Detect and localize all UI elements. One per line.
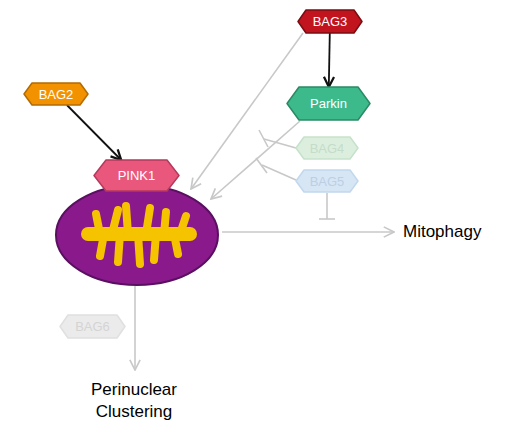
node-shape [298,10,362,33]
protein-name: BAG2 [39,88,74,101]
bag3-mito-arrow [191,33,303,189]
protein-chip: BAG3 [298,10,362,33]
outcome-label: Perinuclear Clustering [78,379,190,423]
protein-name: BAG4 [310,142,345,155]
protein-hexagon: Parkin [287,87,370,120]
protein-name: PINK1 [118,169,156,182]
protein-chip: BAG5 [296,170,358,192]
faded-arrows [135,33,394,370]
bag4-inhibit-line [264,139,296,148]
bag4-inhibit-bar [259,130,268,147]
bag5-mitophagy-bar [319,218,335,220]
mitochondrion [56,185,218,285]
node-shape [296,170,358,192]
bag5-inhibit-bar [256,158,267,173]
protein-chip: BAG4 [296,137,358,159]
node-shape [60,315,125,338]
mitophagy-arrow [222,231,394,233]
protein-name: BAG5 [310,175,345,188]
activation-arrow [328,33,331,87]
outcome-label: Mitophagy [403,221,513,243]
node-shape [94,160,179,191]
node-shape [296,137,358,159]
node-shape [287,87,370,120]
bag5-mitophagy-line [326,193,328,219]
parkin-mito-arrow [211,121,300,199]
protein-hexagon: PINK1 [94,160,179,191]
protein-chip: BAG2 [24,83,88,105]
cristae [88,206,190,264]
activation-arrow [67,105,121,160]
node-shape [24,83,88,105]
clustering-arrow [134,286,136,370]
protein-name: BAG3 [313,15,348,28]
protein-name: BAG6 [75,320,110,333]
protein-chip: BAG6 [60,315,125,338]
protein-name: Parkin [310,97,347,110]
